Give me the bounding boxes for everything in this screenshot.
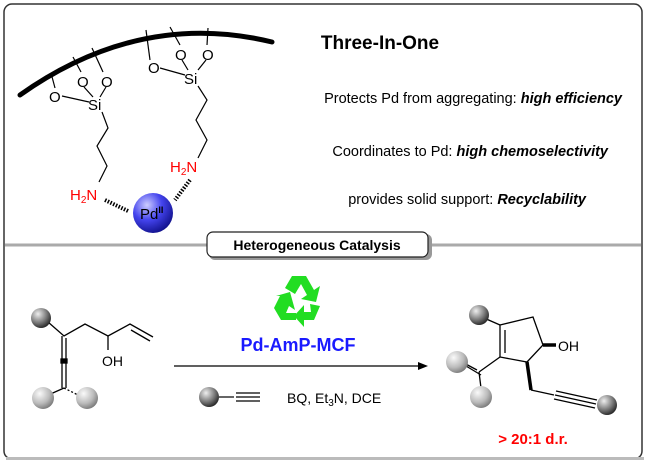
feature-1: Protects Pd from aggregating: high effic… — [324, 91, 623, 107]
reactant-oh-label: OH — [102, 353, 123, 369]
section-label: Heterogeneous Catalysis — [233, 237, 400, 253]
oxygen-label: O — [49, 89, 61, 106]
substituent-ball — [31, 308, 51, 328]
recycle-icon — [274, 276, 320, 327]
product-oh-label: OH — [558, 338, 579, 354]
feature-2: Coordinates to Pd: high chemoselectivity — [332, 144, 609, 160]
oxygen-label: O — [175, 47, 187, 64]
silicon-label: Si — [88, 97, 101, 114]
triple-bond — [219, 392, 260, 402]
palladium-label: PdII — [140, 205, 163, 223]
alkyne-ball — [199, 387, 219, 407]
substituent-ball — [470, 386, 492, 408]
substituent-ball — [446, 351, 468, 373]
selectivity-label: > 20:1 d.r. — [498, 431, 568, 448]
arrow-head — [418, 362, 428, 370]
reactant-structure — [45, 321, 154, 397]
catalyst-label: Pd-AmP-MCF — [241, 335, 356, 355]
amine-label: H2N — [70, 187, 97, 206]
oxygen-label: O — [77, 74, 89, 91]
oxygen-label: O — [202, 47, 214, 64]
oxygen-label: O — [148, 60, 160, 77]
title: Three-In-One — [321, 33, 439, 54]
oxygen-label: O — [101, 74, 113, 91]
feature-3: provides solid support: Recyclability — [348, 192, 587, 208]
silica-support — [17, 26, 275, 213]
silicon-label: Si — [184, 71, 197, 88]
substituent-ball — [76, 387, 98, 409]
reagents-label: BQ, Et3N, DCE — [287, 390, 381, 409]
section-label-box — [206, 231, 429, 258]
support-labels: O O O Si O O O Si H2N H2N — [49, 47, 214, 206]
substituent-ball — [597, 395, 617, 415]
amine-label: H2N — [170, 159, 197, 178]
product-structure — [461, 316, 598, 409]
substituent-ball — [469, 305, 489, 325]
palladium-sphere — [133, 193, 173, 233]
substituent-ball — [32, 387, 54, 409]
